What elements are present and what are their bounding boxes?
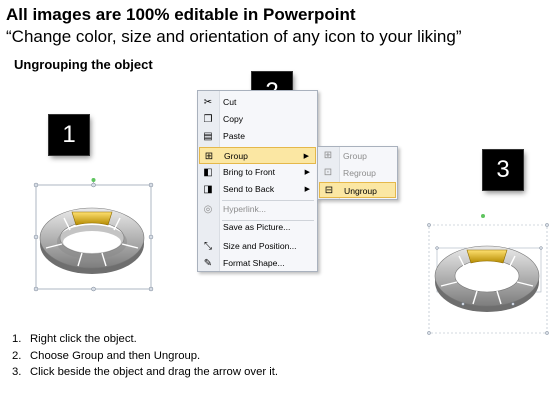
step-item: 3. Click beside the object and drag the a… — [12, 364, 278, 381]
menu-item-label: Paste — [223, 131, 245, 141]
menu-item-label: Save as Picture... — [223, 222, 291, 232]
bring-front-icon: ◧ — [203, 167, 213, 178]
ring-diagram-grouped[interactable] — [28, 170, 158, 300]
submenu-item-regroup[interactable]: ⊡ Regroup — [319, 165, 396, 181]
menu-item-label: Group — [224, 151, 248, 161]
submenu-item-label: Group — [343, 151, 367, 161]
submenu-arrow-icon: ▶ — [303, 153, 309, 160]
step-number: 1. — [12, 333, 22, 345]
step-text: Click beside the object and drag the arr… — [30, 366, 279, 378]
step-item: 2. Choose Group and then Ungroup. — [12, 348, 278, 365]
group-icon: ⊞ — [204, 151, 214, 162]
scissors-icon: ✂ — [203, 97, 213, 108]
regroup-icon: ⊡ — [323, 167, 333, 178]
send-back-icon: ◨ — [203, 184, 213, 195]
section-heading: Ungrouping the object — [14, 57, 153, 72]
page-subtitle: “Change color, size and orientation of a… — [6, 27, 462, 46]
instruction-steps: 1. Right click the object. 2. Choose Group… — [12, 331, 278, 381]
menu-item-label: Bring to Front — [223, 167, 276, 177]
step-text: Right click the object. — [30, 333, 137, 345]
format-shape-icon: ✎ — [203, 258, 213, 269]
menu-item-format-shape[interactable]: ✎ Format Shape... — [199, 255, 316, 272]
rotate-handle[interactable] — [481, 214, 485, 218]
context-menu: ✂ Cut ❐ Copy ▤ Paste ⊞ Group ▶ ◧ Bring t… — [197, 90, 318, 272]
step-text: Choose Group and then Ungroup. — [30, 349, 201, 362]
paste-icon: ▤ — [203, 131, 213, 142]
menu-separator — [222, 220, 314, 221]
submenu-item-group[interactable]: ⊞ Group — [319, 148, 396, 164]
menu-item-hyperlink[interactable]: ◎ Hyperlink... — [199, 201, 316, 218]
menu-item-group[interactable]: ⊞ Group ▶ — [199, 147, 316, 164]
menu-item-cut[interactable]: ✂ Cut — [199, 94, 316, 111]
ring-diagram-ungrouped[interactable] — [423, 208, 553, 338]
menu-item-label: Send to Back — [223, 184, 275, 194]
step-number: 3. — [12, 366, 22, 378]
menu-item-label: Format Shape... — [223, 258, 285, 268]
group-icon: ⊞ — [323, 150, 333, 161]
menu-item-send-to-back[interactable]: ◨ Send to Back ▶ — [199, 181, 316, 198]
submenu-item-label: Ungroup — [344, 186, 377, 196]
submenu-arrow-icon: ▶ — [304, 186, 310, 193]
hyperlink-icon: ◎ — [203, 204, 213, 215]
submenu-arrow-icon: ▶ — [304, 169, 310, 176]
ungroup-icon: ⊟ — [324, 185, 334, 196]
menu-item-label: Cut — [223, 97, 237, 107]
menu-separator — [222, 200, 314, 201]
menu-item-label: Size and Position... — [223, 241, 297, 251]
menu-item-label: Copy — [223, 114, 244, 124]
group-submenu: ⊞ Group ⊡ Regroup ⊟ Ungroup — [317, 146, 398, 200]
menu-item-size-and-position[interactable]: ⤡ Size and Position... — [199, 238, 316, 255]
submenu-item-ungroup[interactable]: ⊟ Ungroup — [319, 182, 396, 198]
menu-item-save-as-picture[interactable]: Save as Picture... — [199, 219, 316, 236]
menu-item-copy[interactable]: ❐ Copy — [199, 111, 316, 128]
size-position-icon: ⤡ — [204, 241, 212, 252]
step-badge-1: 1 — [49, 115, 89, 155]
step-number: 2. — [12, 349, 22, 362]
menu-item-bring-to-front[interactable]: ◧ Bring to Front ▶ — [199, 164, 316, 181]
menu-item-paste[interactable]: ▤ Paste — [199, 128, 316, 145]
page-title: All images are 100% editable in Powerpoi… — [6, 5, 356, 24]
step-item: 1. Right click the object. — [12, 331, 278, 348]
rotate-handle[interactable] — [91, 178, 96, 182]
submenu-item-label: Regroup — [343, 168, 376, 178]
step-badge-3: 3 — [483, 150, 523, 190]
menu-icon-gutter — [198, 91, 220, 271]
menu-item-label: Hyperlink... — [223, 204, 266, 214]
copy-icon: ❐ — [203, 114, 213, 125]
